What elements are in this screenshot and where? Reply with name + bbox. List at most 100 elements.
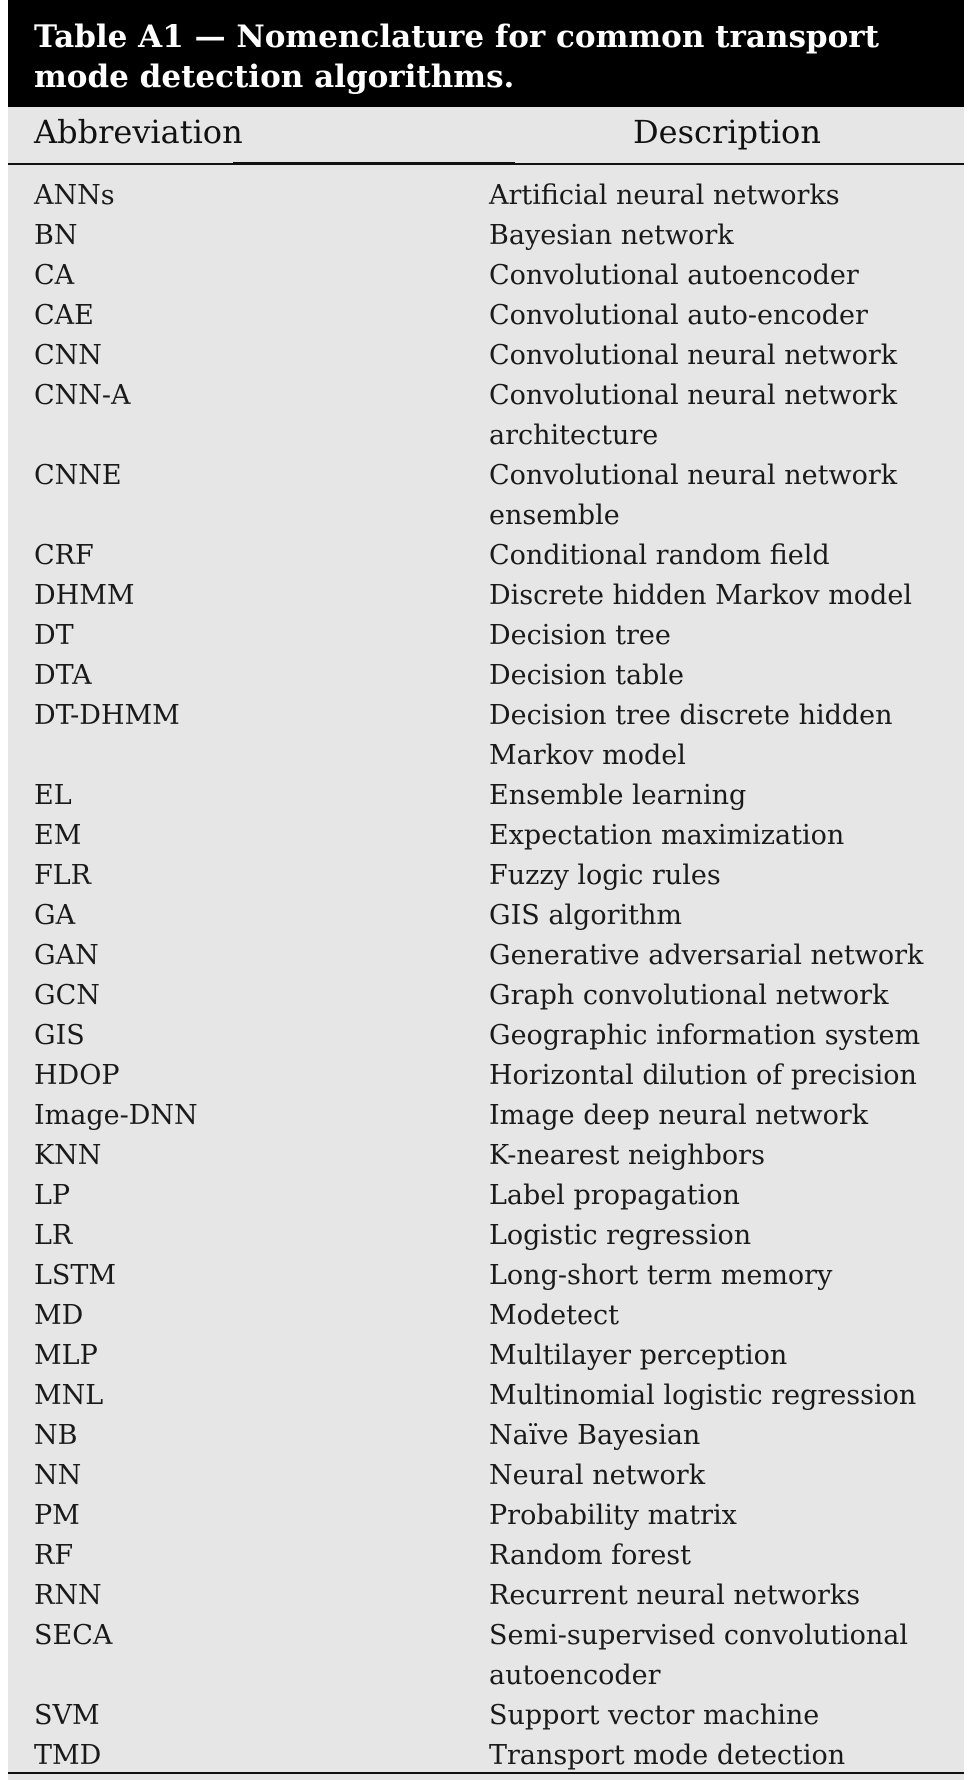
column-header-abbreviation: Abbreviation [34, 113, 243, 151]
abbreviation-cell: GA [34, 900, 76, 931]
abbreviation-cell: LP [34, 1180, 71, 1211]
description-cell: Multinomial logistic regression [489, 1380, 917, 1411]
description-cell: Decision tree [489, 620, 671, 651]
table-row: CNN-A Convolutional neural network archit… [8, 376, 964, 456]
description-cell: Probability matrix [489, 1500, 737, 1531]
description-cell: Naïve Bayesian [489, 1420, 701, 1451]
table-row: SVM Support vector machine [8, 1696, 964, 1736]
table-row: CA Convolutional autoencoder [8, 256, 964, 296]
description-cell: Decision table [489, 660, 684, 691]
abbreviation-cell: GCN [34, 980, 100, 1011]
table-header-row: Abbreviation Description [8, 107, 964, 165]
abbreviation-cell: MNL [34, 1380, 104, 1411]
table-row: ANNs Artificial neural networks [8, 176, 964, 216]
abbreviation-cell: MD [34, 1300, 84, 1331]
description-cell: Transport mode detection [489, 1740, 846, 1771]
description-cell: Modetect [489, 1300, 619, 1331]
header-divider-accent [233, 162, 515, 164]
abbreviation-cell: EM [34, 820, 82, 851]
abbreviation-cell: FLR [34, 860, 91, 891]
abbreviation-cell: RF [34, 1540, 74, 1571]
header-divider [8, 163, 964, 165]
description-cell: Label propagation [489, 1180, 740, 1211]
abbreviation-cell: CAE [34, 300, 94, 331]
abbreviation-cell: RNN [34, 1580, 102, 1611]
description-cell: Multilayer perception [489, 1340, 788, 1371]
table-row: GCN Graph convolutional network [8, 976, 964, 1016]
abbreviation-cell: PM [34, 1500, 80, 1531]
table-row: TMD Transport mode detection [8, 1736, 964, 1776]
table-row: GIS Geographic information system [8, 1016, 964, 1056]
table-row: SECA Semi-supervised convolutional autoen… [8, 1616, 964, 1696]
table-row: MD Modetect [8, 1296, 964, 1336]
abbreviation-cell: LSTM [34, 1260, 117, 1291]
description-cell: Convolutional neural network architectur… [489, 380, 898, 451]
table-row: CAE Convolutional auto-encoder [8, 296, 964, 336]
abbreviation-cell: CNN-A [34, 380, 131, 411]
table-page: Table A1 — Nomenclature for common trans… [8, 0, 964, 1780]
table-row: EM Expectation maximization [8, 816, 964, 856]
description-cell: Semi-supervised convolutional autoencode… [489, 1620, 909, 1691]
description-cell: Horizontal dilution of precision [489, 1060, 917, 1091]
abbreviation-cell: SVM [34, 1700, 100, 1731]
table-row: PM Probability matrix [8, 1496, 964, 1536]
description-cell: Artificial neural networks [489, 180, 840, 211]
description-cell: Ensemble learning [489, 780, 747, 811]
table-row: NB Naïve Bayesian [8, 1416, 964, 1456]
abbreviation-cell: SECA [34, 1620, 113, 1651]
description-cell: Expectation maximization [489, 820, 845, 851]
description-cell: Convolutional auto-encoder [489, 300, 868, 331]
abbreviation-cell: NN [34, 1460, 82, 1491]
abbreviation-cell: Image-DNN [34, 1100, 198, 1131]
description-cell: Conditional random field [489, 540, 830, 571]
table-bottom-rule [8, 1772, 964, 1774]
description-cell: Convolutional autoencoder [489, 260, 859, 291]
description-cell: Support vector machine [489, 1700, 820, 1731]
abbreviation-cell: EL [34, 780, 72, 811]
table-row: LP Label propagation [8, 1176, 964, 1216]
abbreviation-cell: KNN [34, 1140, 102, 1171]
abbreviation-cell: DT [34, 620, 74, 651]
table-row: DT Decision tree [8, 616, 964, 656]
description-cell: Recurrent neural networks [489, 1580, 861, 1611]
abbreviation-cell: DT-DHMM [34, 700, 180, 731]
description-cell: Convolutional neural network ensemble [489, 460, 898, 531]
description-cell: Convolutional neural network [489, 340, 898, 371]
description-cell: Bayesian network [489, 220, 734, 251]
description-cell: Decision tree discrete hidden Markov mod… [489, 700, 893, 771]
description-cell: Discrete hidden Markov model [489, 580, 912, 611]
abbreviation-cell: CNNE [34, 460, 122, 491]
table-row: MNL Multinomial logistic regression [8, 1376, 964, 1416]
table-title: Table A1 — Nomenclature for common trans… [8, 0, 964, 107]
abbreviation-cell: NB [34, 1420, 78, 1451]
abbreviation-cell: ANNs [34, 180, 115, 211]
description-cell: Random forest [489, 1540, 691, 1571]
abbreviation-cell: BN [34, 220, 78, 251]
table-row: DT-DHMM Decision tree discrete hidden Mar… [8, 696, 964, 776]
table-row: CNNE Convolutional neural network ensembl… [8, 456, 964, 536]
table-row: NN Neural network [8, 1456, 964, 1496]
abbreviation-cell: LR [34, 1220, 73, 1251]
table-row: EL Ensemble learning [8, 776, 964, 816]
description-cell: Graph convolutional network [489, 980, 889, 1011]
abbreviation-cell: TMD [34, 1740, 102, 1771]
column-header-description: Description [633, 113, 821, 151]
abbreviation-cell: GIS [34, 1020, 85, 1051]
table-row: DHMM Discrete hidden Markov model [8, 576, 964, 616]
abbreviation-cell: CA [34, 260, 75, 291]
description-cell: Geographic information system [489, 1020, 921, 1051]
abbreviation-cell: DHMM [34, 580, 135, 611]
description-cell: Generative adversarial network [489, 940, 924, 971]
description-cell: Logistic regression [489, 1220, 752, 1251]
description-cell: Neural network [489, 1460, 706, 1491]
table-row: BN Bayesian network [8, 216, 964, 256]
